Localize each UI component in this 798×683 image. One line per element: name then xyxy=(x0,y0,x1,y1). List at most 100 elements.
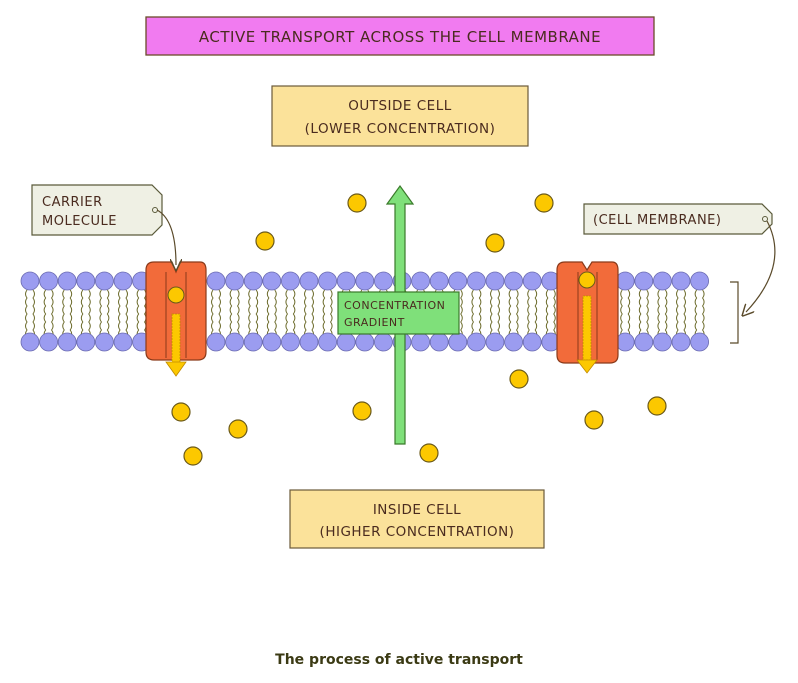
lipid-tail xyxy=(50,289,54,339)
phospholipid-head xyxy=(504,271,523,291)
lipid-tail xyxy=(545,289,549,339)
phospholipid-head xyxy=(373,332,393,352)
lipid-tail xyxy=(304,289,307,339)
solute-particle xyxy=(171,402,191,422)
lipid-tail xyxy=(329,289,333,339)
lipid-tail xyxy=(676,289,679,339)
solute-particle xyxy=(228,419,248,439)
gradient-line1: CONCENTRATION xyxy=(344,299,445,312)
membrane-bracket xyxy=(730,281,739,344)
phospholipid-head xyxy=(355,332,375,352)
phospholipid-head xyxy=(318,271,338,291)
phospholipid-head xyxy=(634,332,654,352)
phospholipid-head xyxy=(262,271,282,291)
phospholipid-head xyxy=(57,271,77,291)
lipid-tail xyxy=(534,289,538,339)
solute-particle xyxy=(509,369,529,389)
lipid-tail xyxy=(266,289,270,339)
lipid-tail xyxy=(106,289,110,339)
phospholipid-head xyxy=(76,332,96,352)
phospholipid-head xyxy=(243,332,263,352)
phospholipid-head xyxy=(671,271,691,291)
inside-cell-line1: INSIDE CELL xyxy=(373,502,461,518)
solute-particle xyxy=(255,231,275,251)
carrier-molecule-left xyxy=(145,261,207,377)
phospholipid-head xyxy=(57,332,77,352)
lipid-tail xyxy=(285,289,289,339)
phospholipid-head xyxy=(671,332,691,352)
outside-cell-line2: (LOWER CONCENTRATION) xyxy=(305,121,496,137)
solute-particle xyxy=(183,446,203,466)
solute-particle xyxy=(419,443,439,463)
title-text: ACTIVE TRANSPORT ACROSS THE CELL MEMBRAN… xyxy=(199,28,601,46)
phospholipid-head xyxy=(206,271,226,291)
phospholipid-head xyxy=(76,271,96,291)
phospholipid-head xyxy=(113,271,133,291)
phospholipid-head xyxy=(485,271,505,291)
lipid-tail xyxy=(99,289,103,339)
gradient-line2: GRADIENT xyxy=(344,316,405,329)
phospholipid-head xyxy=(522,332,542,352)
membrane-tag-text: (CELL MEMBRANE) xyxy=(593,213,721,228)
phospholipid-head xyxy=(95,271,114,291)
figure-caption: The process of active transport xyxy=(275,652,523,668)
phospholipid-head xyxy=(504,332,523,352)
phospholipid-head xyxy=(355,271,375,291)
phospholipid-head xyxy=(448,271,468,291)
phospholipid-head xyxy=(690,332,709,352)
solute-particle xyxy=(347,193,367,213)
lipid-tail xyxy=(255,289,259,339)
lipid-tail xyxy=(248,289,251,339)
cell-membrane-tag: (CELL MEMBRANE) xyxy=(583,203,776,312)
phospholipid-head xyxy=(225,271,245,291)
lipid-tail xyxy=(236,289,240,339)
outside-cell-line1: OUTSIDE CELL xyxy=(348,98,452,114)
lipid-tail xyxy=(311,289,314,339)
lipid-tail xyxy=(497,289,500,339)
lipid-tail xyxy=(32,289,35,339)
phospholipid-head xyxy=(485,332,505,352)
lipid-tail xyxy=(125,289,128,339)
solute-particle xyxy=(352,401,372,421)
phospholipid-head xyxy=(299,332,319,352)
phospholipid-head xyxy=(466,332,486,352)
lipid-tail xyxy=(322,289,326,339)
particles xyxy=(171,193,667,466)
carrier-molecule-tag: CARRIER MOLECULE xyxy=(31,184,176,265)
carrier-molecule-right xyxy=(556,261,619,374)
lipid-tail xyxy=(471,289,475,339)
lipid-tail xyxy=(553,289,556,339)
phospholipid-head xyxy=(39,271,58,291)
phospholipid-head xyxy=(39,332,58,352)
lipid-tail xyxy=(638,289,642,339)
phospholipid-head xyxy=(336,271,356,291)
lipid-tail xyxy=(508,289,512,339)
phospholipid-head xyxy=(262,332,282,352)
title-banner: ACTIVE TRANSPORT ACROSS THE CELL MEMBRAN… xyxy=(145,16,655,56)
phospholipid-head xyxy=(113,332,133,352)
lipid-tail xyxy=(274,289,277,339)
solute-particle xyxy=(534,193,554,213)
solute-particle xyxy=(584,410,604,430)
outside-cell-label: OUTSIDE CELL (LOWER CONCENTRATION) xyxy=(271,85,529,147)
lipid-tail xyxy=(62,289,65,339)
lipid-tail xyxy=(69,289,73,339)
lipid-tail xyxy=(88,289,91,339)
phospholipid-head xyxy=(280,332,300,352)
lipid-tail xyxy=(627,289,631,339)
phospholipid-head xyxy=(318,332,338,352)
solute-particle xyxy=(647,396,667,416)
lipid-tail xyxy=(683,289,686,339)
membrane-pointer-arrow xyxy=(746,220,776,312)
lipid-tail xyxy=(292,289,296,339)
lipid-tail xyxy=(25,289,28,339)
lipid-tail xyxy=(460,289,463,339)
phospholipid-head xyxy=(206,332,226,352)
phospholipid-head xyxy=(448,332,468,352)
phospholipid-head xyxy=(653,332,672,352)
inside-cell-label: INSIDE CELL (HIGHER CONCENTRATION) xyxy=(289,489,545,549)
phospholipid-head xyxy=(429,332,449,352)
concentration-gradient-label: CONCENTRATION GRADIENT xyxy=(337,291,460,335)
lipid-tail xyxy=(136,289,140,339)
